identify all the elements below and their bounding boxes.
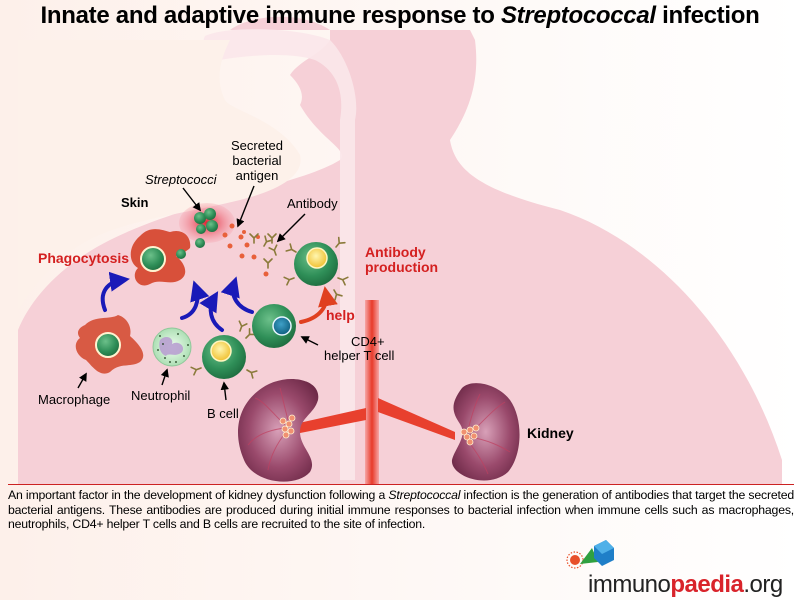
streptococci-cluster [194,208,218,248]
macrophage [75,315,144,374]
label-kidney: Kidney [527,425,574,441]
label-macrophage: Macrophage [38,392,111,407]
caption-text: An important factor in the development o… [8,488,794,532]
aorta-vessel [365,300,379,484]
logo-text: immunopaedia.org [588,571,783,599]
label-streptococci: Streptococci [145,172,217,187]
antibody-producing-b-cell [283,236,349,301]
immunopaedia-logo-icon [566,540,614,569]
label-skin: Skin [121,195,149,210]
title-prefix: Innate and adaptive immune response to [40,2,501,29]
blue-arrow-b-cell [199,291,224,332]
b-cell [190,320,258,379]
label-antibody: Antibody [287,196,338,211]
caption-divider [8,484,794,485]
renal-artery-right [378,398,455,440]
label-secreted-antigen: Secreted bacterial antigen [222,138,292,183]
blue-arrow-t-cell [220,276,254,314]
label-help: help [326,307,355,323]
label-phagocytosis: Phagocytosis [38,250,130,266]
neutrophil [152,327,192,367]
title-suffix: infection [655,2,760,29]
logo-text-immuno: immuno [588,571,671,598]
pointer-arrows [77,185,319,401]
kidney-right [451,383,520,481]
diagram-title: Innate and adaptive immune response to S… [0,2,800,30]
label-b-cell: B cell [207,406,239,421]
caption-part2: infection is the generation of antibodie… [8,488,794,531]
help-arrow [299,286,338,324]
cd4-helper-t-cell [252,304,296,348]
logo-text-paedia: paedia [670,571,744,598]
immunopaedia-logo[interactable]: immunopaedia.org [560,546,800,599]
label-cd4-helper-t-cell: CD4+ helper T cell [324,335,394,363]
label-cd4-line1: CD4+ [351,334,385,349]
label-cd4-line2: helper T cell [324,348,395,363]
phagocytosing-macrophage [130,229,191,286]
label-antibody-production: Antibody production [365,245,438,275]
kidney-left [238,378,319,482]
label-neutrophil: Neutrophil [131,388,191,403]
secreted-antigens [222,223,269,277]
recruitment-arrows [100,271,254,332]
caption-part1: An important factor in the development o… [8,488,389,502]
label-secreted-line3: antigen [235,168,279,183]
label-secreted-line2: bacterial [232,153,282,168]
label-antibody-production-line2: production [365,259,439,275]
blue-arrow-macrophage [100,271,130,312]
logo-text-org: .org [743,571,783,598]
caption-italic: Streptococcal [388,488,461,502]
blue-arrow-neutrophil [180,280,210,320]
label-antibody-production-line1: Antibody [365,244,426,260]
title-italic: Streptococcal [500,2,656,29]
renal-artery-left [290,408,366,435]
label-secreted-line1: Secreted [230,138,284,153]
face-highlight [203,29,357,480]
skin-surface [18,40,301,310]
